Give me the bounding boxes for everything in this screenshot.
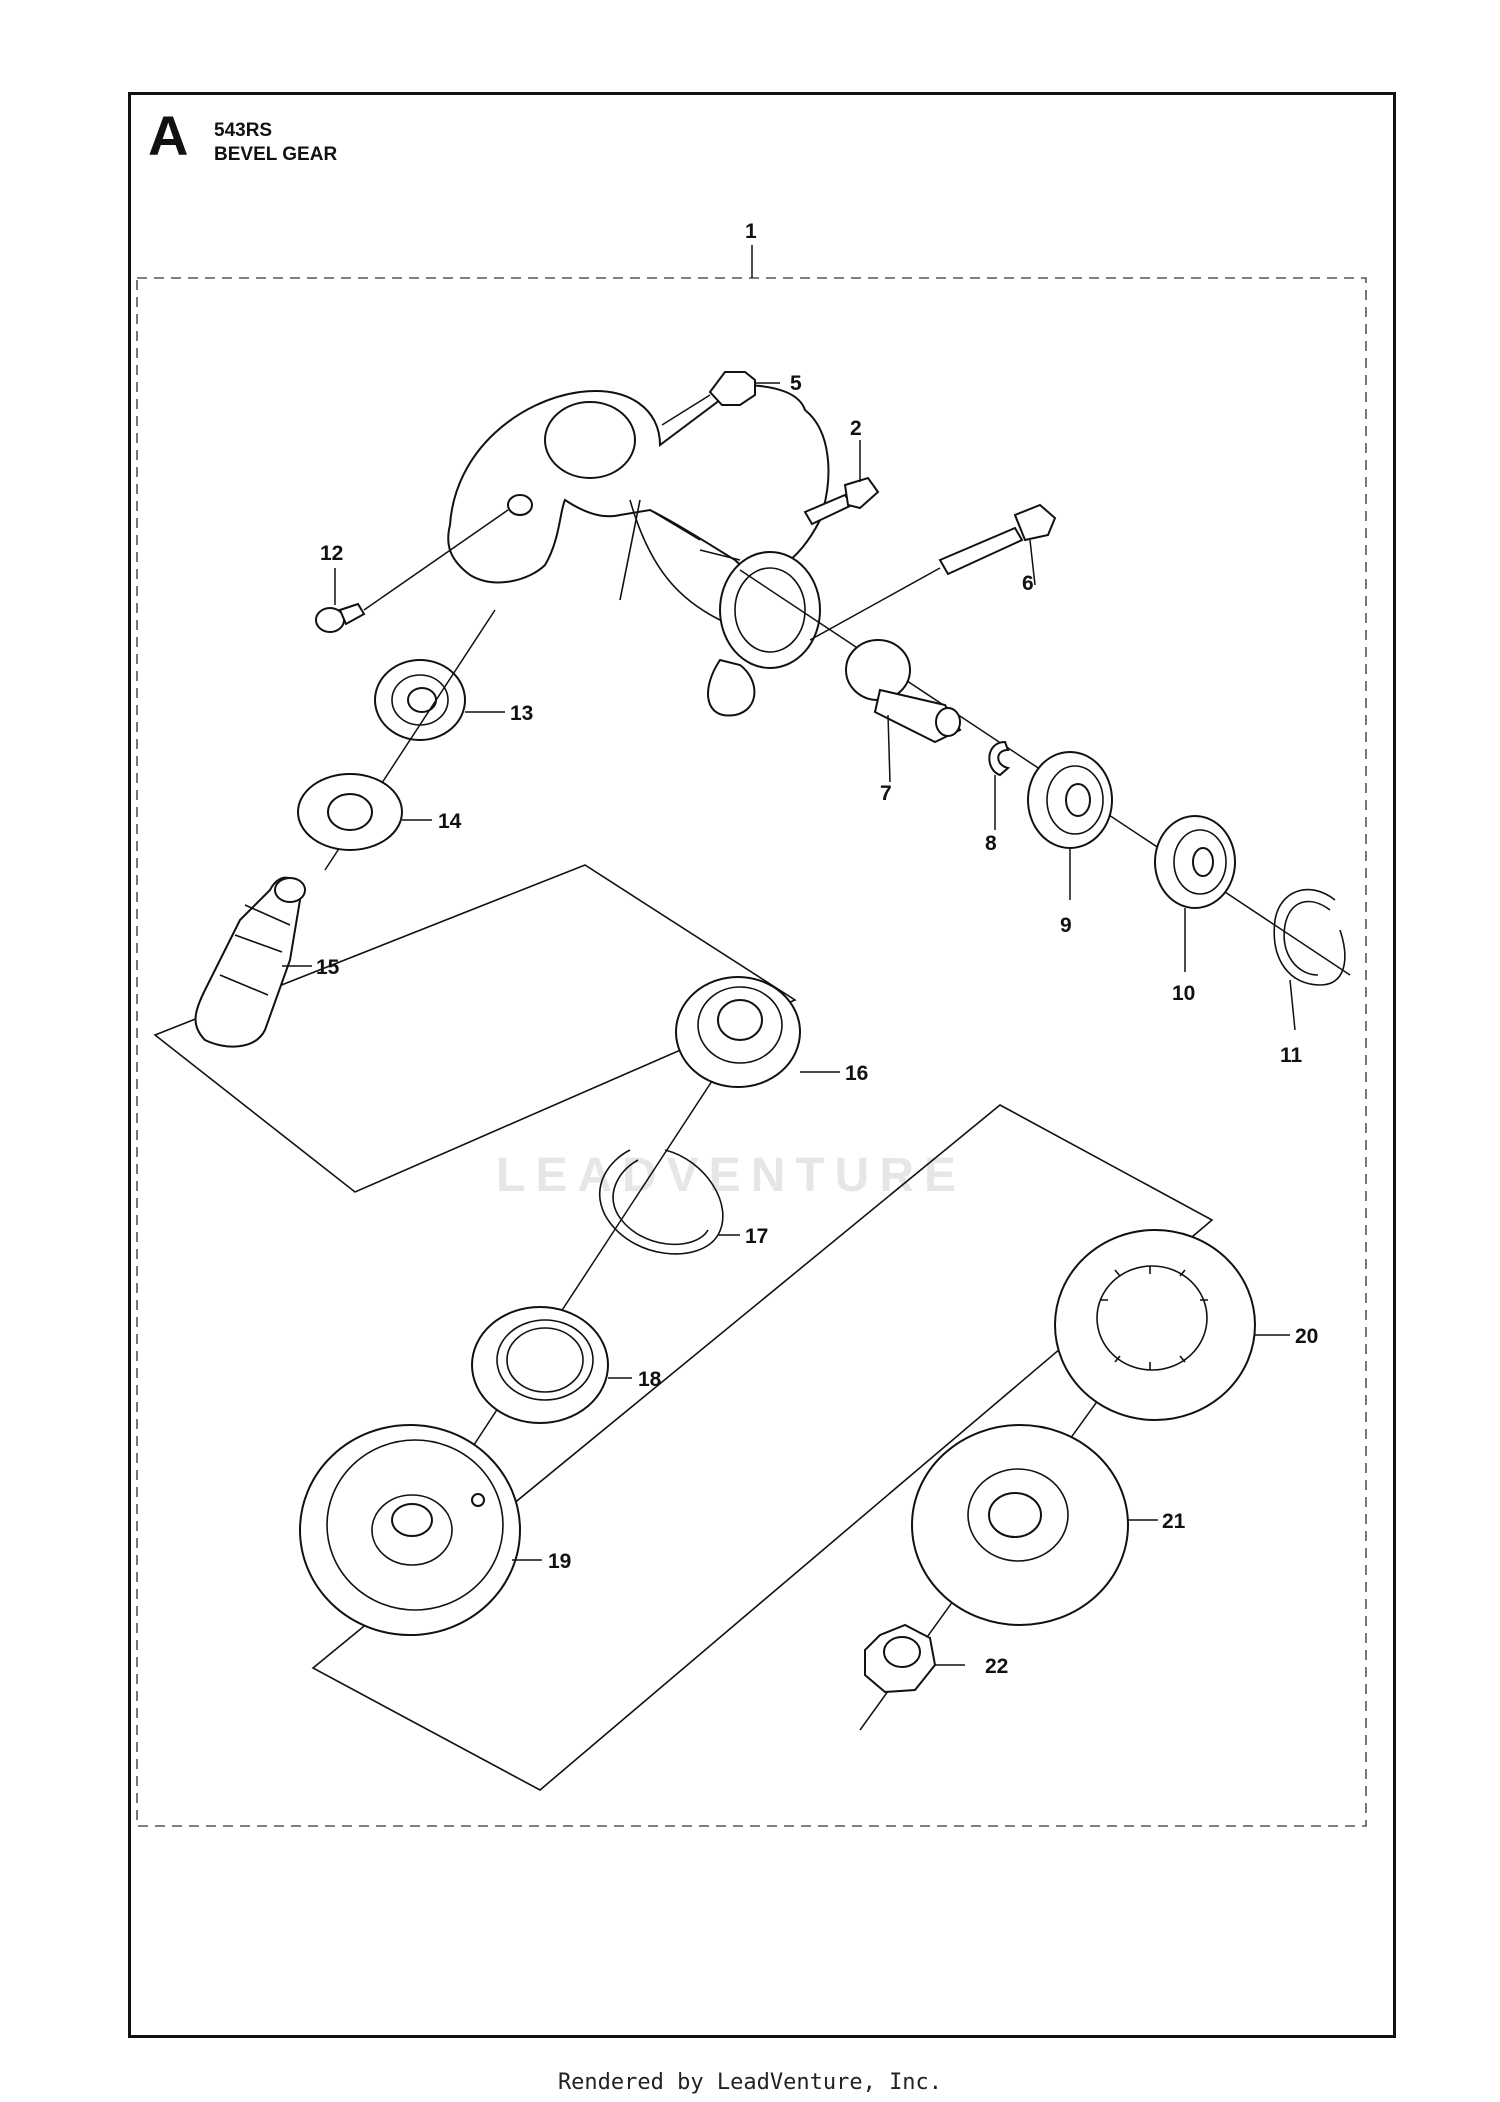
part-6-screw: [809, 503, 1057, 641]
part-16-bearing: [675, 976, 840, 1088]
part-21-flange: [911, 1424, 1158, 1626]
part-5-screw: [661, 371, 780, 426]
model-number: 543RS: [214, 120, 273, 141]
part-18-seal: [471, 1306, 632, 1424]
callout-19: 19: [548, 1550, 571, 1573]
watermark: LEADVENTURE: [496, 1149, 967, 1202]
sub-frame-upper: [153, 864, 797, 1193]
callout-8: 8: [985, 832, 997, 855]
callout-7: 7: [880, 782, 892, 805]
part-11-circlip: [1273, 888, 1346, 1031]
diagram-frame: [128, 92, 1396, 2038]
part-7-bushing: [845, 639, 962, 783]
part-9-bearing: [1027, 751, 1113, 900]
callout-17: 17: [745, 1225, 768, 1248]
part-17-circlip: [599, 1149, 740, 1255]
callout-15: 15: [316, 956, 340, 979]
callout-12: 12: [320, 542, 343, 565]
part-15-shaft: [194, 876, 312, 1048]
callout-18: 18: [638, 1368, 662, 1391]
callout-22: 22: [985, 1655, 1008, 1678]
callout-9: 9: [1060, 914, 1072, 937]
callout-1: 1: [745, 220, 757, 243]
callout-13: 13: [510, 702, 533, 725]
callout-14: 14: [438, 810, 462, 833]
callout-20: 20: [1295, 1325, 1318, 1348]
section-letter: A: [148, 104, 189, 167]
footer-credit: Rendered by LeadVenture, Inc.: [557, 2070, 943, 2095]
part-22-nut: [864, 1623, 965, 1694]
sub-frame-lower: [311, 1104, 1214, 1791]
callout-6: 6: [1022, 572, 1034, 595]
part-13-bearing: [374, 659, 505, 741]
gear-housing: [447, 383, 830, 717]
diagram-title: BEVEL GEAR: [214, 144, 338, 165]
callout-16: 16: [845, 1062, 868, 1085]
part-20-washer: [1054, 1229, 1290, 1421]
part-8-clip: [988, 740, 1011, 830]
callout-2: 2: [850, 417, 862, 440]
part-14-washer: [297, 773, 432, 851]
part-10-bearing: [1154, 815, 1236, 972]
callout-10: 10: [1172, 982, 1195, 1005]
part-19-cover: [299, 1424, 542, 1636]
callout-5: 5: [790, 372, 802, 395]
callout-11: 11: [1280, 1044, 1303, 1067]
callout-21: 21: [1162, 1510, 1186, 1533]
part-12-screw: [315, 509, 509, 633]
part-2-screw: [803, 440, 880, 526]
